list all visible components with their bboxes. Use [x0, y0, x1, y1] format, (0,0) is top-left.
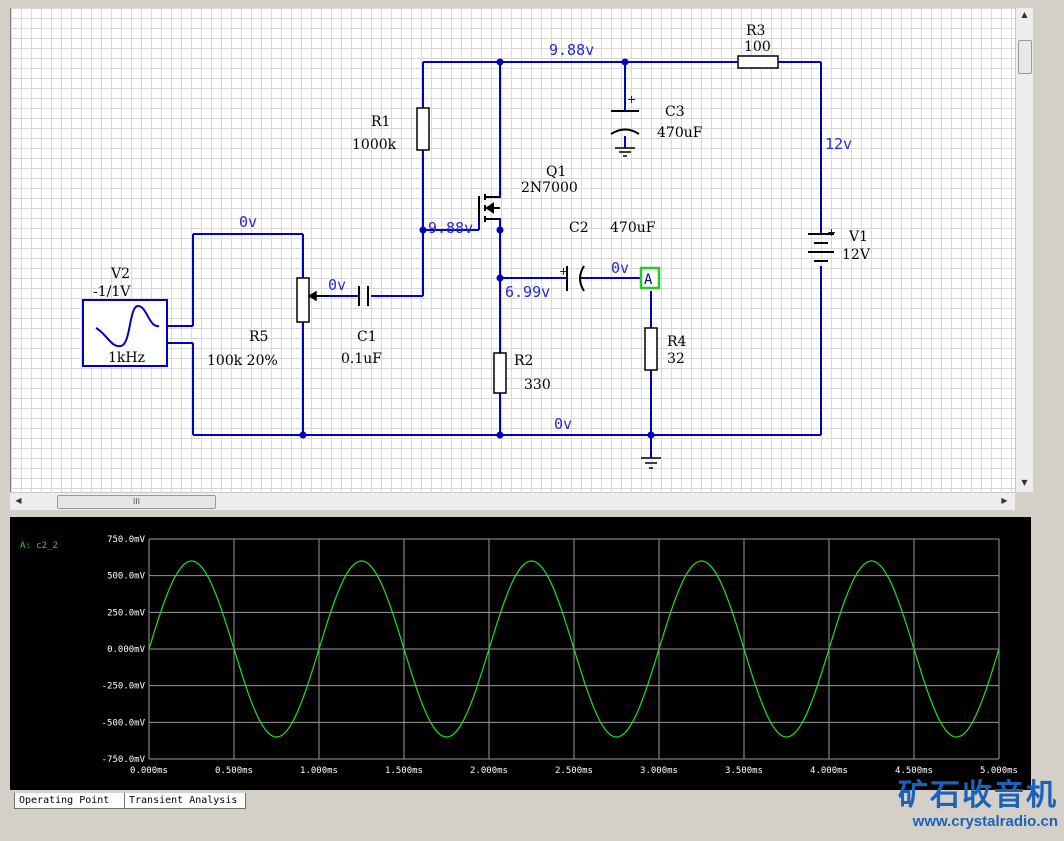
x-tick-label: 0.500ms [215, 766, 253, 776]
r4-name: R4 [667, 334, 687, 350]
y-tick-label: 500.0mV [107, 572, 146, 582]
c3-name: C3 [665, 104, 685, 120]
q1-symbol [478, 194, 500, 222]
vertical-scrollbar[interactable]: ▲ ▼ [1015, 8, 1033, 492]
status-bar [0, 812, 1064, 841]
r5-body [296, 277, 310, 323]
c3-value: 470uF [657, 125, 703, 141]
c2-plus: + [559, 265, 568, 278]
r1-name: R1 [371, 114, 390, 130]
r1-value: 1000k [352, 137, 397, 153]
scroll-right-icon[interactable]: ▶ [1001, 496, 1008, 505]
x-tick-label: 0.000ms [130, 766, 168, 776]
r3-body [737, 55, 779, 69]
scroll-down-icon[interactable]: ▼ [1021, 478, 1028, 487]
scroll-left-icon[interactable]: ◀ [15, 496, 22, 505]
c2-body [566, 265, 585, 292]
x-tick-label: 4.000ms [810, 766, 848, 776]
probe-a-label[interactable]: A [644, 272, 653, 288]
r5-value: 100k 20% [207, 353, 278, 369]
v2-frequency: 1kHz [108, 350, 145, 366]
wires [168, 61, 822, 458]
transient-plot[interactable]: A: c2_2 750.0mV 500.0mV 250.0mV 0.000mV -250… [10, 517, 1031, 790]
horizontal-scroll-thumb[interactable]: III [57, 495, 216, 509]
v1-value: 12V [842, 247, 871, 263]
y-tick-label: -750.0mV [102, 755, 146, 765]
r5-wiper [307, 290, 329, 302]
c2-value: 470uF [610, 220, 656, 236]
y-tick-label: 250.0mV [107, 608, 146, 618]
y-tick-label: -250.0mV [102, 682, 146, 692]
x-tick-label: 3.000ms [640, 766, 678, 776]
x-tick-label: 3.500ms [725, 766, 763, 776]
v2-name: V2 [110, 266, 130, 282]
x-tick-label: 4.500ms [895, 766, 933, 776]
x-tick-label: 2.500ms [555, 766, 593, 776]
tab-transient-analysis[interactable]: Transient Analysis [124, 793, 246, 809]
r3-value: 100 [744, 39, 771, 55]
q1-value: 2N7000 [521, 180, 578, 196]
v1-name: V1 [848, 229, 868, 245]
probe-a-box [639, 266, 661, 290]
trace-label: A: c2_2 [20, 541, 58, 551]
c2-name: C2 [569, 220, 589, 236]
r2-name: R2 [514, 353, 533, 369]
r2-body [493, 352, 507, 394]
horizontal-scrollbar[interactable]: ◀ III ▶ [10, 492, 1015, 510]
node-label-supply-top: 9.88v [549, 41, 594, 59]
y-tick-label: 750.0mV [107, 535, 146, 545]
c1-value: 0.1uF [341, 351, 382, 367]
schematic-canvas[interactable]: R3 100 C3 470uF R1 1000k Q1 2N7000 C2 47… [10, 8, 1016, 492]
watermark: 矿石收音机 www.crystalradio.cn [898, 779, 1058, 831]
node-label-input-top: 0v [239, 213, 257, 231]
r2-value: 330 [524, 377, 551, 393]
vertical-scroll-thumb[interactable] [1018, 40, 1032, 74]
c3-plus: + [627, 93, 636, 106]
node-label-gate: 9.88v [428, 219, 473, 237]
r5-name: R5 [249, 329, 268, 345]
trace-line [148, 560, 1000, 738]
q1-name: Q1 [546, 164, 566, 180]
watermark-url: www.crystalradio.cn [912, 813, 1058, 830]
ground-symbols [615, 147, 661, 469]
node-label-supply-right: 12v [825, 135, 852, 153]
circuit-diagram: R3 100 C3 470uF R1 1000k Q1 2N7000 C2 47… [82, 23, 871, 469]
scroll-up-icon[interactable]: ▲ [1021, 10, 1028, 19]
v1-battery [808, 233, 834, 262]
y-tick-label: 0.000mV [107, 645, 146, 655]
c1-name: C1 [357, 329, 377, 345]
junction-dots [299, 58, 655, 439]
analysis-tabs: Operating Point Transient Analysis [10, 792, 1031, 810]
v2-source [82, 299, 168, 367]
x-tick-label: 1.000ms [300, 766, 338, 776]
r1-body [416, 107, 430, 151]
node-label-wiper: 0v [328, 276, 346, 294]
x-tick-label: 2.000ms [470, 766, 508, 776]
v2-value: -1/1V [93, 284, 131, 300]
scope-chart: A: c2_2 750.0mV 500.0mV 250.0mV 0.000mV -250… [20, 535, 1018, 776]
watermark-chinese: 矿石收音机 [898, 778, 1058, 813]
r4-body [644, 327, 658, 371]
node-label-source: 6.99v [505, 283, 550, 301]
x-tick-label: 5.000ms [980, 766, 1018, 776]
c3-body [610, 110, 640, 135]
y-tick-label: -500.0mV [102, 718, 146, 728]
r3-name: R3 [746, 23, 765, 39]
tab-operating-point[interactable]: Operating Point [14, 793, 127, 809]
r4-value: 32 [667, 351, 685, 367]
c1-body [358, 286, 369, 306]
v1-plus: + [827, 226, 836, 239]
node-label-ground: 0v [554, 415, 572, 433]
x-tick-label: 1.500ms [385, 766, 423, 776]
node-label-output: 0v [611, 259, 629, 277]
